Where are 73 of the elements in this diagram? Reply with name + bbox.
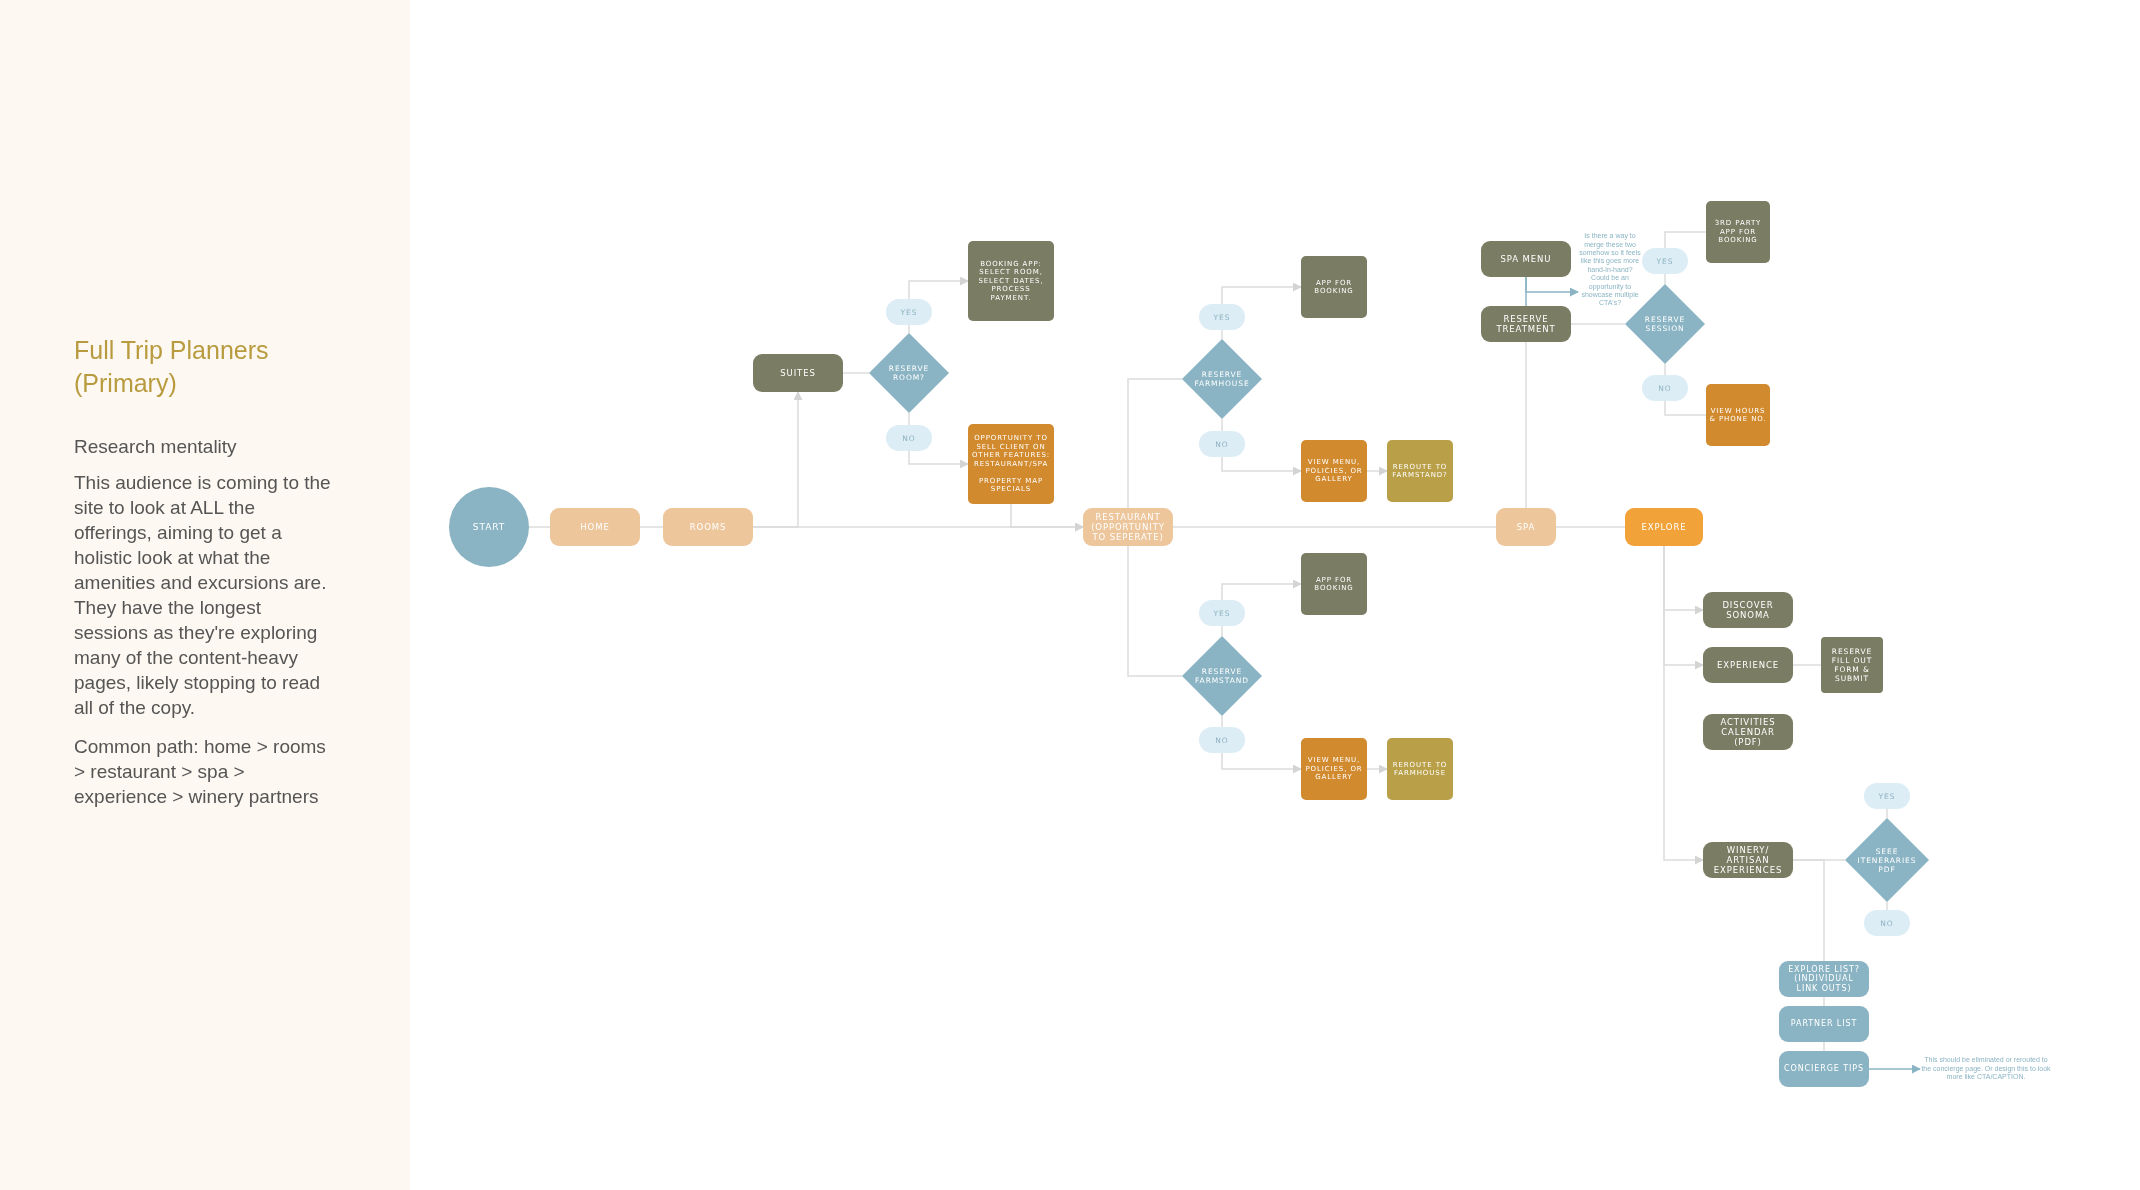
arrow [1221, 752, 1302, 774]
action-box [968, 424, 1054, 504]
action-box [1706, 201, 1770, 263]
arrow [1221, 456, 1302, 476]
page-box [1481, 306, 1571, 342]
answer-pill [886, 425, 932, 451]
page-box [1625, 508, 1703, 546]
page-box [1083, 508, 1173, 546]
page-box [753, 354, 843, 392]
node-label: RESTAURANT (OPPORTUNITY TO SEPERATE) [1090, 511, 1166, 543]
action-box [1301, 553, 1367, 615]
node-label: EXPLORE LIST? (INDIVIDUAL LINK OUTS) [1787, 964, 1861, 994]
action-box [968, 241, 1054, 321]
paragraph: This audience is coming to the site to look at ALL the offerings, aiming to get a holistic look at what the amenities and excursions are. They have the longest sessions as they're exploring many of the content-heavy pages, likely stopping to read all of the copy. [74, 471, 332, 720]
page-box [1703, 714, 1793, 750]
node-label: SPA [1516, 521, 1536, 533]
page-box [663, 508, 753, 546]
page-box [1703, 592, 1793, 628]
answer-pill [1199, 600, 1245, 626]
arrow [1221, 579, 1302, 601]
answer-pill [1642, 248, 1688, 274]
connector-line [1664, 400, 1707, 416]
arrow [908, 450, 969, 469]
node-label: SUITES [780, 367, 816, 379]
paragraph: Common path: home > rooms > restaurant > spa > experience > winery partners [74, 735, 327, 809]
arrow [908, 276, 969, 300]
arrow [1868, 1064, 1921, 1074]
answer-pill [1864, 910, 1910, 936]
node-label: ROOMS [689, 521, 727, 533]
action-box [1706, 384, 1770, 446]
page-box [550, 508, 640, 546]
action-box [1301, 440, 1367, 502]
answer-pill [1199, 304, 1245, 330]
answer-pill [1199, 431, 1245, 457]
node-label: ACTIVITIES CALENDAR (PDF) [1719, 716, 1777, 748]
node-label: SPA MENU [1500, 253, 1552, 265]
page-box [1779, 961, 1869, 997]
answer-pill [886, 299, 932, 325]
arrow [1525, 276, 1579, 297]
node-label: WINERY/ ARTISAN EXPERIENCES [1712, 844, 1784, 876]
node-label: HOME [580, 521, 610, 533]
action-box [1821, 637, 1883, 693]
heading: Full Trip Planners (Primary) [74, 335, 270, 399]
page-box [1496, 508, 1556, 546]
answer-pill [1642, 375, 1688, 401]
connector-line [1127, 378, 1183, 509]
action-box [1387, 738, 1453, 800]
node-label: CONCIERGE TIPS [1784, 1064, 1864, 1074]
answer-pill [1864, 783, 1910, 809]
page-box [1779, 1006, 1869, 1042]
page-box [1779, 1051, 1869, 1087]
connector-line [1127, 545, 1183, 677]
answer-pill [1199, 727, 1245, 753]
arrow [1010, 503, 1084, 532]
node-label: DISCOVER SONOMA [1721, 599, 1775, 621]
arrow [1366, 764, 1388, 774]
action-box [1301, 256, 1367, 318]
subheading: Research mentality [74, 435, 238, 459]
connector-line [1664, 231, 1707, 249]
node-label: RESERVE TREATMENT [1495, 313, 1557, 335]
node-label: PARTNER LIST [1790, 1019, 1858, 1029]
action-box [1301, 738, 1367, 800]
page-box [1481, 241, 1571, 277]
arrow [1221, 282, 1302, 305]
arrow [1366, 466, 1388, 476]
node-label: EXPLORE [1641, 521, 1687, 533]
arrow [752, 391, 803, 528]
page-box [1703, 647, 1793, 683]
node-label: START [472, 521, 506, 533]
node-label: EXPERIENCE [1716, 659, 1780, 671]
page-box [1703, 842, 1793, 878]
connector-line [1792, 859, 1825, 962]
action-box [1387, 440, 1453, 502]
